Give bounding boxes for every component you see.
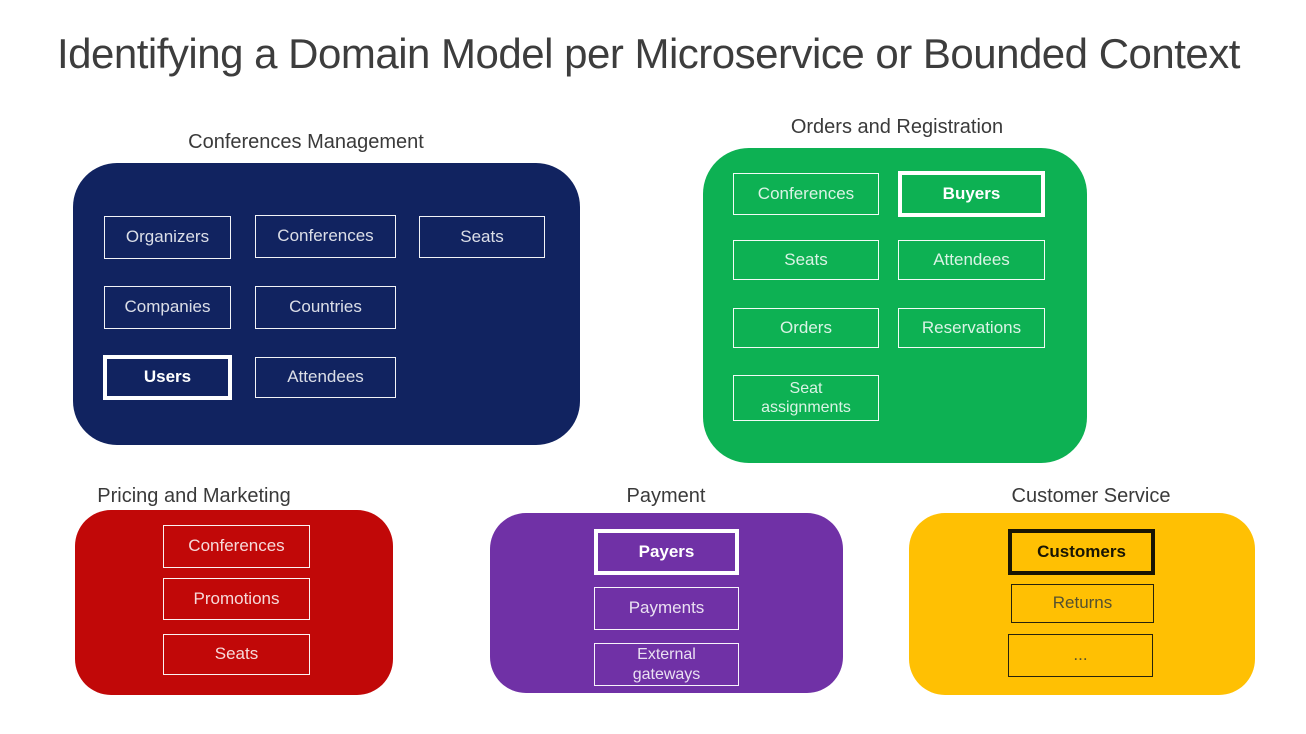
entity-seats: Seats <box>163 634 310 675</box>
context-label-customer-service: Customer Service <box>1011 485 1171 507</box>
entity-seats: Seats <box>419 216 545 258</box>
context-orders-and-registration: Conferences Buyers Seats Attendees Order… <box>703 148 1087 463</box>
context-label-orders-and-registration: Orders and Registration <box>790 116 1004 138</box>
entity-reservations: Reservations <box>898 308 1045 348</box>
entity-seats: Seats <box>733 240 879 280</box>
entity-attendees: Attendees <box>898 240 1045 280</box>
entity-returns: Returns <box>1011 584 1154 623</box>
entity-users-highlighted: Users <box>103 355 232 400</box>
entity-organizers: Organizers <box>104 216 231 259</box>
entity-seat-assignments: Seat assignments <box>733 375 879 421</box>
entity-orders: Orders <box>733 308 879 348</box>
entity-buyers-highlighted: Buyers <box>898 171 1045 217</box>
entity-conferences: Conferences <box>163 525 310 568</box>
entity-payments: Payments <box>594 587 739 630</box>
entity-conferences: Conferences <box>733 173 879 215</box>
context-label-payment: Payment <box>626 485 706 507</box>
entity-conferences: Conferences <box>255 215 396 258</box>
entity-payers-highlighted: Payers <box>594 529 739 575</box>
entity-companies: Companies <box>104 286 231 329</box>
page-title: Identifying a Domain Model per Microserv… <box>57 30 1240 77</box>
context-conferences-management: Organizers Conferences Seats Companies C… <box>73 163 580 445</box>
entity-promotions: Promotions <box>163 578 310 620</box>
context-payment: Payers Payments External gateways <box>490 513 843 693</box>
context-pricing-and-marketing: Conferences Promotions Seats <box>75 510 393 695</box>
context-label-pricing-and-marketing: Pricing and Marketing <box>97 485 291 507</box>
entity-countries: Countries <box>255 286 396 329</box>
entity-ellipsis: ... <box>1008 634 1153 677</box>
entity-attendees: Attendees <box>255 357 396 398</box>
context-label-conferences-management: Conferences Management <box>188 131 424 153</box>
entity-customers-highlighted: Customers <box>1008 529 1155 575</box>
entity-external-gateways: External gateways <box>594 643 739 686</box>
context-customer-service: Customers Returns ... <box>909 513 1255 695</box>
